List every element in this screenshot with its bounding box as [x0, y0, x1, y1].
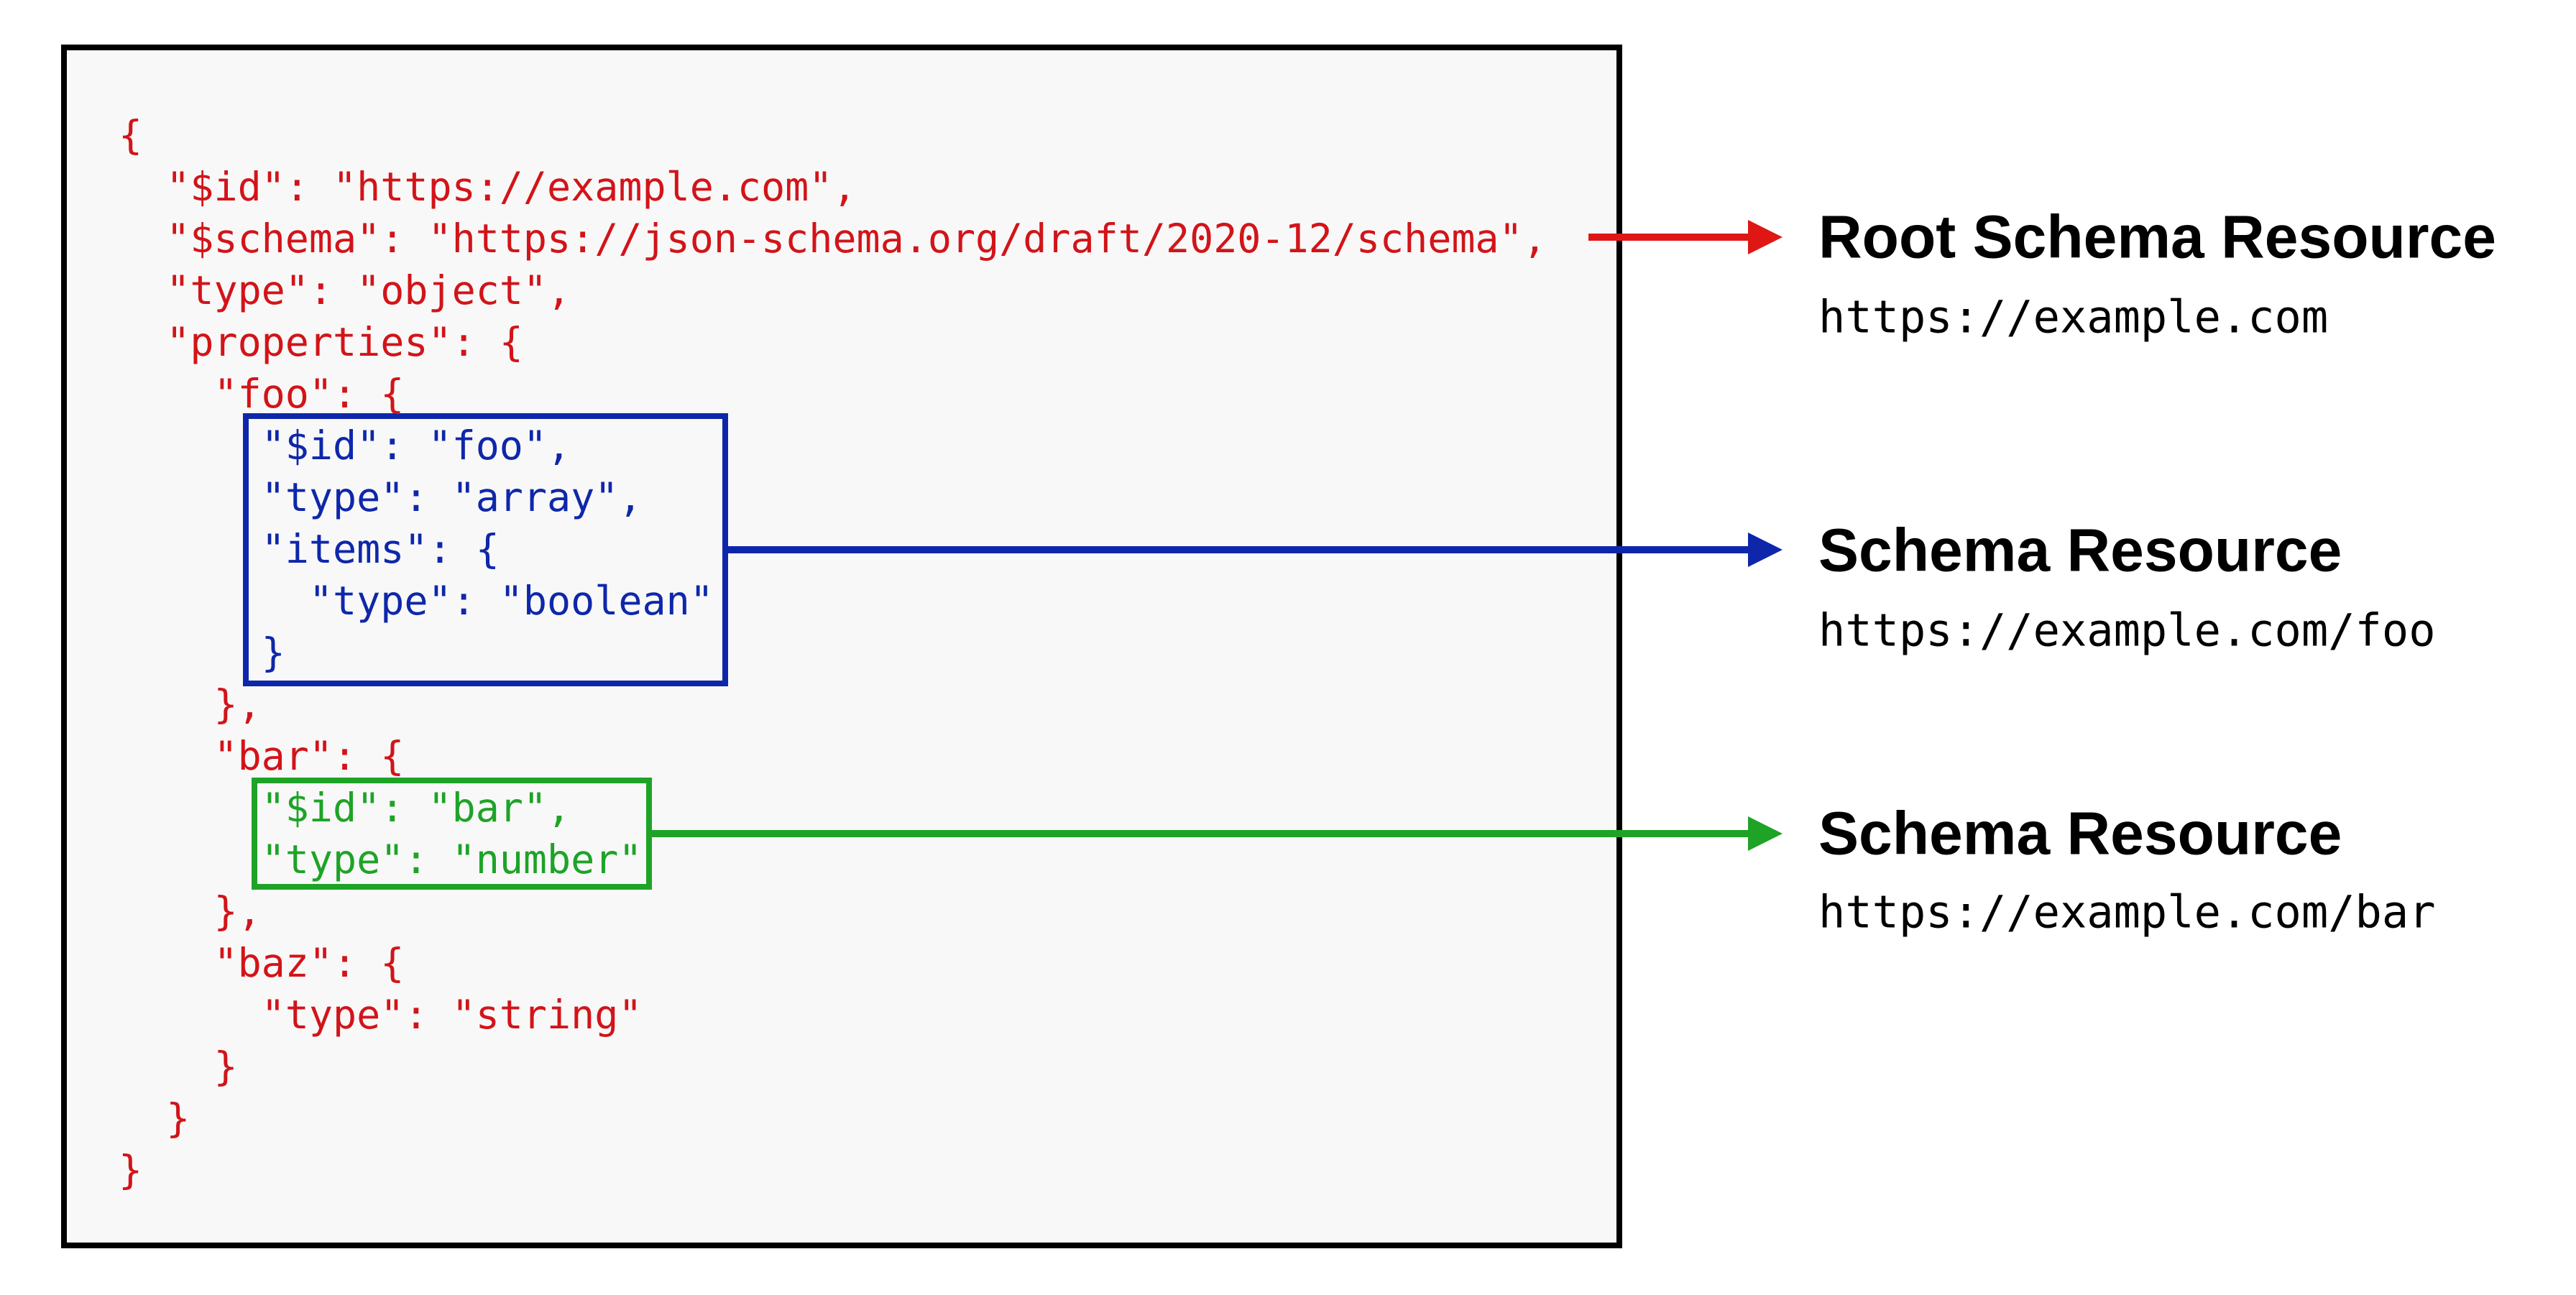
- foo-schema-resource-url: https://example.com/foo: [1818, 604, 2436, 657]
- code-line: "properties": {: [119, 319, 523, 365]
- root-schema-arrowhead-icon: [1748, 220, 1782, 254]
- json-code-box: [61, 45, 1622, 1248]
- code-line: }: [119, 630, 285, 676]
- code-line: "$id": "bar",: [119, 785, 571, 831]
- code-line: },: [119, 888, 262, 934]
- code-line: "type": "boolean": [119, 578, 714, 624]
- foo-schema-arrow-shaft: [725, 546, 1757, 553]
- foo-schema-arrowhead-icon: [1748, 533, 1782, 567]
- root-schema-resource-url: https://example.com: [1818, 290, 2329, 344]
- root-schema-resource-title: Root Schema Resource: [1818, 203, 2496, 271]
- code-line: "$id": "https://example.com",: [119, 164, 857, 210]
- root-schema-arrow-shaft: [1588, 234, 1757, 241]
- foo-schema-resource-title: Schema Resource: [1818, 516, 2342, 584]
- code-line: "baz": {: [119, 940, 405, 986]
- code-line: "type": "string": [119, 992, 643, 1038]
- code-line: "type": "array",: [119, 474, 643, 520]
- bar-schema-arrow-shaft: [649, 830, 1757, 837]
- code-line: "$id": "foo",: [119, 423, 571, 469]
- bar-schema-arrowhead-icon: [1748, 816, 1782, 851]
- code-line: }: [119, 1095, 190, 1141]
- code-line: },: [119, 681, 262, 727]
- bar-schema-resource-title: Schema Resource: [1818, 799, 2342, 867]
- code-line: "$schema": "https://json-schema.org/draf…: [119, 216, 1547, 262]
- json-schema-code: { "$id": "https://example.com", "$schema…: [119, 109, 1547, 1196]
- code-line: }: [119, 1043, 238, 1089]
- code-line: "foo": {: [119, 371, 405, 417]
- code-line: {: [119, 112, 143, 158]
- code-line: }: [119, 1147, 143, 1193]
- code-line: "type": "object",: [119, 267, 571, 313]
- code-line: "type": "number": [119, 837, 643, 882]
- code-line: "bar": {: [119, 733, 405, 779]
- bar-schema-resource-url: https://example.com/bar: [1818, 885, 2436, 939]
- code-line: "items": {: [119, 526, 500, 572]
